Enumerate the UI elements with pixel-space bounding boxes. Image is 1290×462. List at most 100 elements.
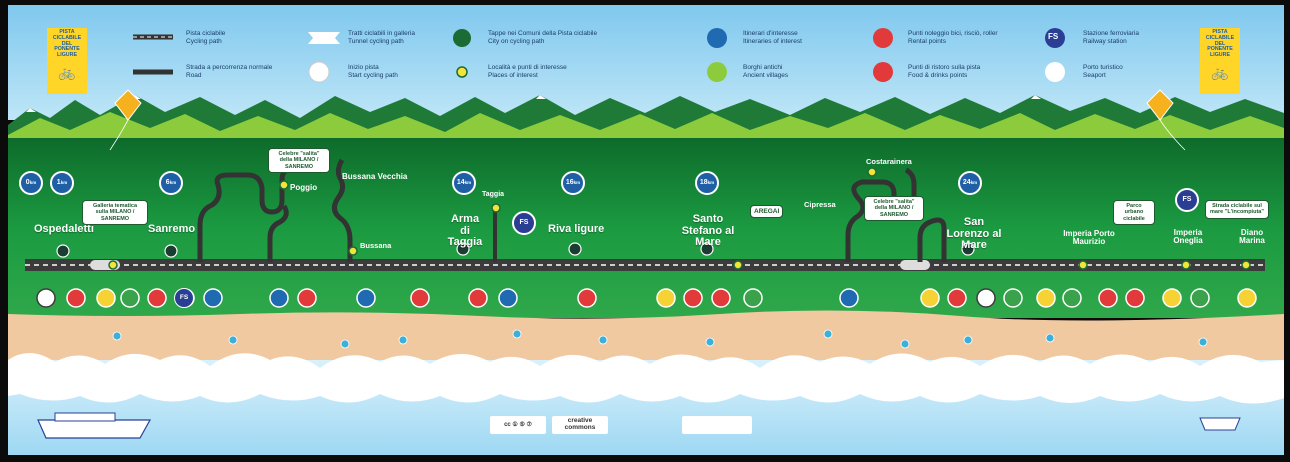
boat-right <box>1199 417 1241 431</box>
legend-cycling-path: Pista ciclabile Cycling path <box>186 30 225 46</box>
km-6-unit: km <box>169 180 177 185</box>
callout-galleria: Galleria tematica sulla MILANO / SANREMO <box>82 200 148 225</box>
legend-city-en: City on cycling path <box>488 38 545 46</box>
km-14-unit: km <box>464 180 472 185</box>
legend-cycling-path-en: Cycling path <box>186 38 222 46</box>
cruise-ship <box>37 412 152 439</box>
legend-rental-it: Punti noleggio bici, risciò, roller <box>908 30 998 37</box>
km-0-value: 0 <box>25 179 30 186</box>
km-marker-18: 18km <box>695 171 719 195</box>
km-marker-14: 14km <box>452 171 476 195</box>
legend-places-it: Località e punti di interesse <box>488 64 567 71</box>
legend-city: Tappe nei Comuni della Pista ciclabile C… <box>488 30 597 46</box>
place-ospedaletti: Ospedaletti <box>34 223 94 235</box>
legend-food-en: Food & drinks points <box>908 72 968 80</box>
legend-food-it: Punti di ristoro sulla pista <box>908 64 981 71</box>
logo-left-line2: CICLABILE <box>52 34 82 41</box>
legend-road-it: Strada a percorrenza normale <box>186 64 273 71</box>
legend-itineraries-en: Itineraries of interest <box>743 38 802 46</box>
logo-right-line2: CICLABILE <box>1205 34 1235 41</box>
place-cipressa: Cipressa <box>804 200 836 209</box>
km-marker-24: 24km <box>958 171 982 195</box>
place-imperia-porto-maurizio: Imperia Porto Maurizio <box>1063 229 1115 247</box>
km-marker-16: 16km <box>561 171 585 195</box>
legend-icons <box>133 28 1065 83</box>
legend-rental: Punti noleggio bici, risciò, roller Rent… <box>908 30 998 46</box>
km-16-value: 16 <box>565 179 574 186</box>
beach-sand <box>8 310 1284 370</box>
km-1-unit: km <box>60 180 68 185</box>
grass-area <box>8 138 1284 318</box>
legend-road-en: Road <box>186 72 202 80</box>
taggia-station-badge: FS <box>512 211 536 235</box>
logo-right: PISTA CICLABILE DEL PONENTE LIGURE 🚲 <box>1200 28 1240 94</box>
mountains-front <box>8 112 1284 145</box>
place-san-lorenzo: San Lorenzo al Mare <box>946 216 1002 252</box>
place-bussana: Bussana <box>360 241 392 250</box>
logo-right-line4: LIGURE <box>1209 52 1230 59</box>
place-riva-ligure: Riva ligure <box>548 223 605 235</box>
legend-seaport-en: Seaport <box>1083 72 1106 80</box>
logo-left: PISTA CICLABILE DEL PONENTE LIGURE 🚲 <box>47 28 87 94</box>
legend-itineraries-it: Itinerari d'interesse <box>743 30 798 37</box>
kite-right <box>1146 89 1186 151</box>
place-santo-stefano: Santo Stefano al Mare <box>681 213 735 249</box>
sky <box>8 5 1284 120</box>
legend-station: Stazione ferroviaria Railway station <box>1083 30 1139 46</box>
place-costarainera: Costarainera <box>866 157 912 166</box>
legend-rental-en: Rental points <box>908 38 946 46</box>
legend-station-en: Railway station <box>1083 38 1127 46</box>
poi-dots <box>108 167 1251 270</box>
cc-license-badge: cc ① ⑤ ⑦ <box>490 416 546 434</box>
logo-right-line3: DEL PONENTE <box>1207 40 1233 53</box>
logo-left-line4: LIGURE <box>56 52 77 59</box>
legend-villages: Borghi antichi Ancient villages <box>743 64 788 80</box>
place-sanremo: Sanremo <box>148 223 196 235</box>
logo-right-bike-icon: 🚲 <box>1211 64 1229 81</box>
logo-right-line1: PISTA <box>1212 29 1228 35</box>
km-14-value: 14 <box>456 179 465 186</box>
km-marker-6: 6km <box>159 171 183 195</box>
place-bussana-vecchia: Bussana Vecchia <box>342 172 408 181</box>
oneglia-station-badge: FS <box>1175 188 1199 212</box>
logo-left-bike-icon: 🚲 <box>58 64 76 81</box>
km-24-unit: km <box>970 180 978 185</box>
kite-left <box>109 89 142 151</box>
km-18-value: 18 <box>699 179 708 186</box>
legend-start-en: Start cycling path <box>348 72 398 80</box>
place-poggio: Poggio <box>290 183 318 192</box>
place-diano-marina: Diano Marina <box>1239 228 1265 246</box>
legend-road: Strada a percorrenza normale Road <box>186 64 272 80</box>
legend-tunnel-en: Tunnel cycling path <box>348 38 404 46</box>
place-arma-di-taggia: Arma di Taggia <box>447 213 483 249</box>
sea-foam <box>8 352 1284 404</box>
callout-salita-poggio: Celebre "salita" della MILANO / SANREMO <box>268 148 330 173</box>
km-marker-1: 1km <box>50 171 74 195</box>
city-pins <box>56 242 975 258</box>
legend-villages-it: Borghi antichi <box>743 64 783 71</box>
legend-start: Inizio pista Start cycling path <box>348 64 398 80</box>
logo-left-line3: DEL PONENTE <box>54 40 80 53</box>
legend-food: Punti di ristoro sulla pista Food & drin… <box>908 64 980 80</box>
legend-start-it: Inizio pista <box>348 64 379 71</box>
km-18-unit: km <box>707 180 715 185</box>
place-imperia-oneglia: Imperia Oneglia <box>1173 228 1203 246</box>
poggio-climb-road <box>197 167 291 262</box>
km-6-value: 6 <box>165 179 170 186</box>
logo-left-line1: PISTA <box>59 29 75 35</box>
km-0-unit: km <box>29 180 37 185</box>
callout-salita-cipressa: Celebre "salita" della MILANO / SANREMO <box>864 196 924 221</box>
aregai-label: AREGAI <box>750 205 784 219</box>
place-taggia: Taggia <box>482 191 505 198</box>
bussana-climb-road <box>332 158 353 262</box>
legend-itineraries: Itinerari d'interesse Itineraries of int… <box>743 30 802 46</box>
km-marker-0: 0km <box>19 171 43 195</box>
beach-umbrellas <box>112 329 1208 349</box>
legend-places: Località e punti di interesse Places of … <box>488 64 567 80</box>
legend-station-it: Stazione ferroviaria <box>1083 30 1139 37</box>
callout-strada-incompiuta: Strada ciclabile sul mare "L'incompiuta" <box>1205 200 1269 219</box>
legend-tunnel-it: Tratti ciclabili in galleria <box>348 30 415 37</box>
sponsor-logos <box>682 416 752 434</box>
